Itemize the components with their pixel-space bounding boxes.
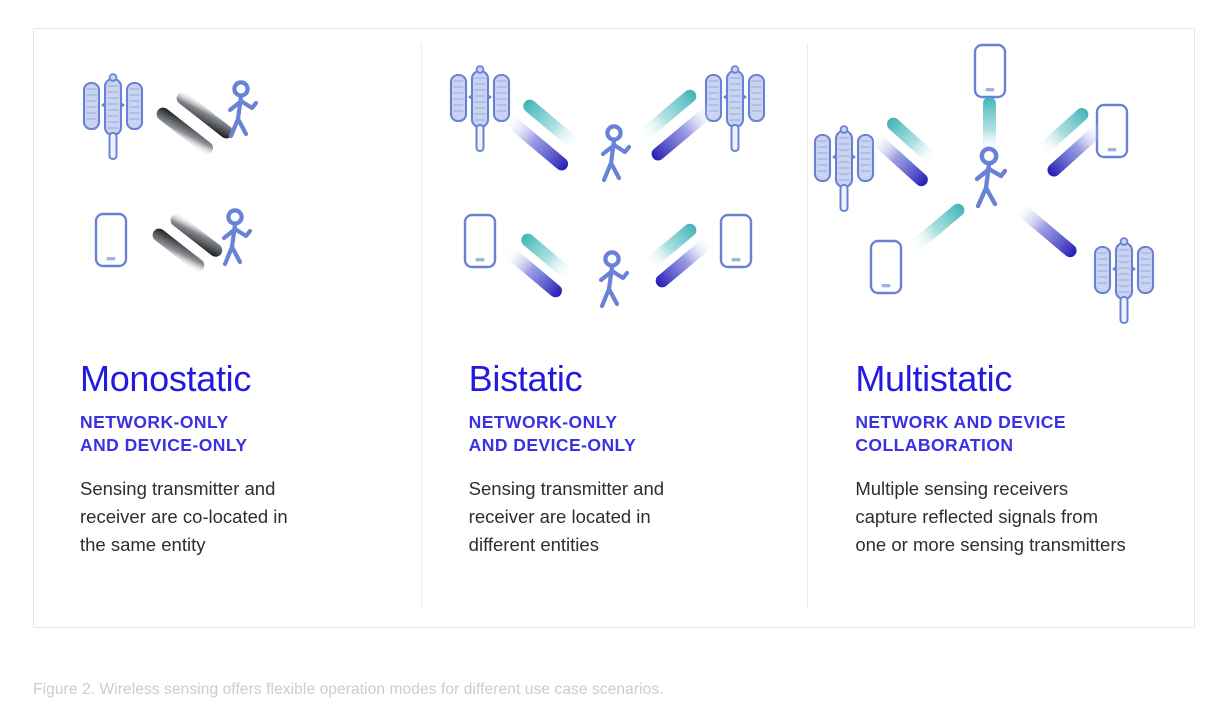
signal-beam-teal <box>1039 108 1089 154</box>
mode-title: Multistatic <box>855 358 1013 399</box>
figure-caption: Figure 2. Wireless sensing offers flexib… <box>33 681 664 698</box>
signal-beam-blue <box>504 115 568 171</box>
smartphone-icon <box>94 212 128 268</box>
mode-subtitle-line2: AND DEVICE-ONLY <box>80 435 248 455</box>
mode-description-line: Multiple sensing receivers <box>855 478 1069 499</box>
signal-beam-blue <box>655 237 713 288</box>
mode-description-line: different entities <box>468 534 599 555</box>
signal-beam-blue <box>504 247 562 298</box>
mode-subtitle-line1: NETWORK-ONLY <box>80 412 229 432</box>
walking-person-icon <box>975 146 1008 209</box>
base-station-icon <box>449 65 510 152</box>
mode-title: Monostatic <box>80 358 252 399</box>
signal-beam-blue <box>1047 124 1105 177</box>
text-block-bistatic: Bistatic NETWORK-ONLY AND DEVICE-ONLY Se… <box>421 359 808 559</box>
signal-beam-teal <box>522 99 580 150</box>
mode-description: Sensing transmitter and receiver are co-… <box>80 475 395 559</box>
diagram-bistatic <box>421 29 808 359</box>
base-station-icon <box>814 125 875 212</box>
mode-subtitle-line1: NETWORK-ONLY <box>468 412 618 432</box>
signal-beam-teal <box>887 117 937 164</box>
signal-beam-teal <box>983 97 997 153</box>
modes-card: Monostatic NETWORK-ONLY AND DEVICE-ONLY … <box>33 28 1195 628</box>
signal-beam-teal <box>639 89 697 140</box>
signal-beam-blue <box>871 133 929 187</box>
modes-columns: Monostatic NETWORK-ONLY AND DEVICE-ONLY … <box>34 29 1194 627</box>
smartphone-icon <box>974 43 1007 99</box>
smartphone-icon <box>719 213 752 269</box>
mode-description: Multiple sensing receivers capture refle… <box>855 475 1180 559</box>
signal-beam-teal <box>911 203 965 251</box>
mode-subtitle: NETWORK-ONLY AND DEVICE-ONLY <box>80 411 395 457</box>
walking-person-icon <box>221 208 253 267</box>
diagram-multistatic <box>807 29 1194 359</box>
mode-title: Bistatic <box>468 358 583 399</box>
base-station-icon <box>704 65 765 152</box>
smartphone-icon <box>463 213 496 269</box>
signal-beam-dark <box>156 91 233 155</box>
walking-person-icon <box>598 250 629 309</box>
diagram-monostatic <box>34 29 421 359</box>
walking-person-icon <box>227 80 259 139</box>
mode-description-line: Sensing transmitter and <box>80 478 276 499</box>
column-monostatic: Monostatic NETWORK-ONLY AND DEVICE-ONLY … <box>34 29 421 627</box>
column-multistatic: Multistatic NETWORK AND DEVICE COLLABORA… <box>807 29 1194 627</box>
text-block-monostatic: Monostatic NETWORK-ONLY AND DEVICE-ONLY … <box>34 359 421 559</box>
base-station-icon <box>1094 237 1155 324</box>
mode-subtitle: NETWORK-ONLY AND DEVICE-ONLY <box>469 411 782 457</box>
mode-description-line: one or more sensing transmitters <box>855 534 1126 555</box>
column-bistatic: Bistatic NETWORK-ONLY AND DEVICE-ONLY Se… <box>420 29 808 627</box>
signal-beam-blue <box>1015 203 1077 258</box>
signal-beam-teal <box>645 223 697 269</box>
mode-subtitle-line1: NETWORK AND DEVICE <box>855 412 1066 432</box>
mode-description-line: receiver are located in <box>468 506 651 527</box>
smartphone-icon <box>870 239 903 295</box>
mode-description-line: the same entity <box>80 534 206 555</box>
mode-subtitle: NETWORK AND DEVICE COLLABORATION <box>855 411 1180 457</box>
text-block-multistatic: Multistatic NETWORK AND DEVICE COLLABORA… <box>807 359 1194 559</box>
signal-beam-dark <box>152 213 223 272</box>
mode-description-line: capture reflected signals from <box>855 506 1099 527</box>
mode-description-line: receiver are co-located in <box>80 506 288 527</box>
mode-description: Sensing transmitter and receiver are loc… <box>469 475 782 559</box>
base-station-icon <box>82 73 144 160</box>
mode-subtitle-line2: AND DEVICE-ONLY <box>468 435 637 455</box>
walking-person-icon <box>600 124 631 183</box>
mode-description-line: Sensing transmitter and <box>468 478 665 499</box>
mode-subtitle-line2: COLLABORATION <box>855 435 1014 455</box>
signal-beam-teal <box>520 233 572 279</box>
signal-beam-blue <box>651 105 715 161</box>
